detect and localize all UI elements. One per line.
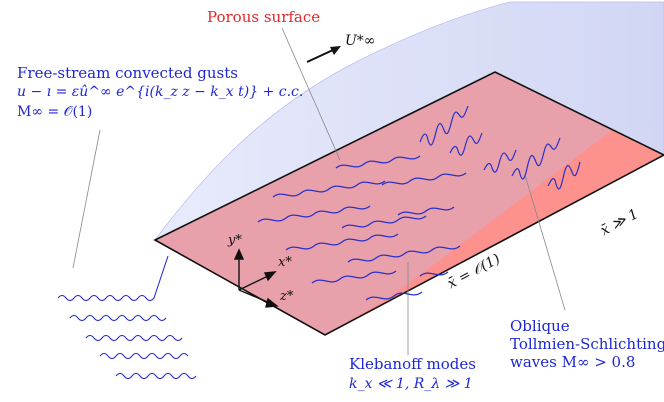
ts-label-line2: Tollmien-Schlichting [510, 335, 664, 353]
boundary-layer-envelope [154, 1, 664, 241]
plate-surface [155, 72, 664, 335]
freestream-mach-label: M∞ = 𝒪(1) [17, 104, 93, 120]
leader-freestream [72, 129, 101, 269]
ts-label-line1: Oblique [510, 317, 570, 335]
u-infinity-label: U*∞ [345, 33, 376, 49]
leader-ts [524, 174, 566, 311]
klebanoff-label-line2: k_x ≪ 1, R_λ ≫ 1 [349, 376, 473, 392]
klebanoff-streaks [247, 155, 467, 301]
z-axis-label: z* [280, 289, 294, 304]
ts-region [325, 130, 664, 335]
ts-label-line3: waves M∞ > 0.8 [510, 353, 636, 371]
x-axis-label: x* [278, 255, 292, 270]
freestream-equation-label: u − ı = εû^∞ e^{i(k_z z − k_x t)} + c.c. [17, 84, 304, 100]
freestream-arrow [306, 49, 334, 63]
y-axis-label: y* [228, 233, 242, 248]
freestream-arrowhead [330, 46, 341, 55]
porous-surface-label: Porous surface [207, 8, 321, 26]
leader-porous [281, 27, 341, 161]
freestream-title-label: Free-stream convected gusts [17, 64, 238, 82]
klebanoff-label-line1: Klebanoff modes [349, 355, 476, 373]
ts-wave-packets [419, 105, 581, 190]
freestream-gust-waves [57, 255, 197, 380]
axes [233, 248, 279, 308]
